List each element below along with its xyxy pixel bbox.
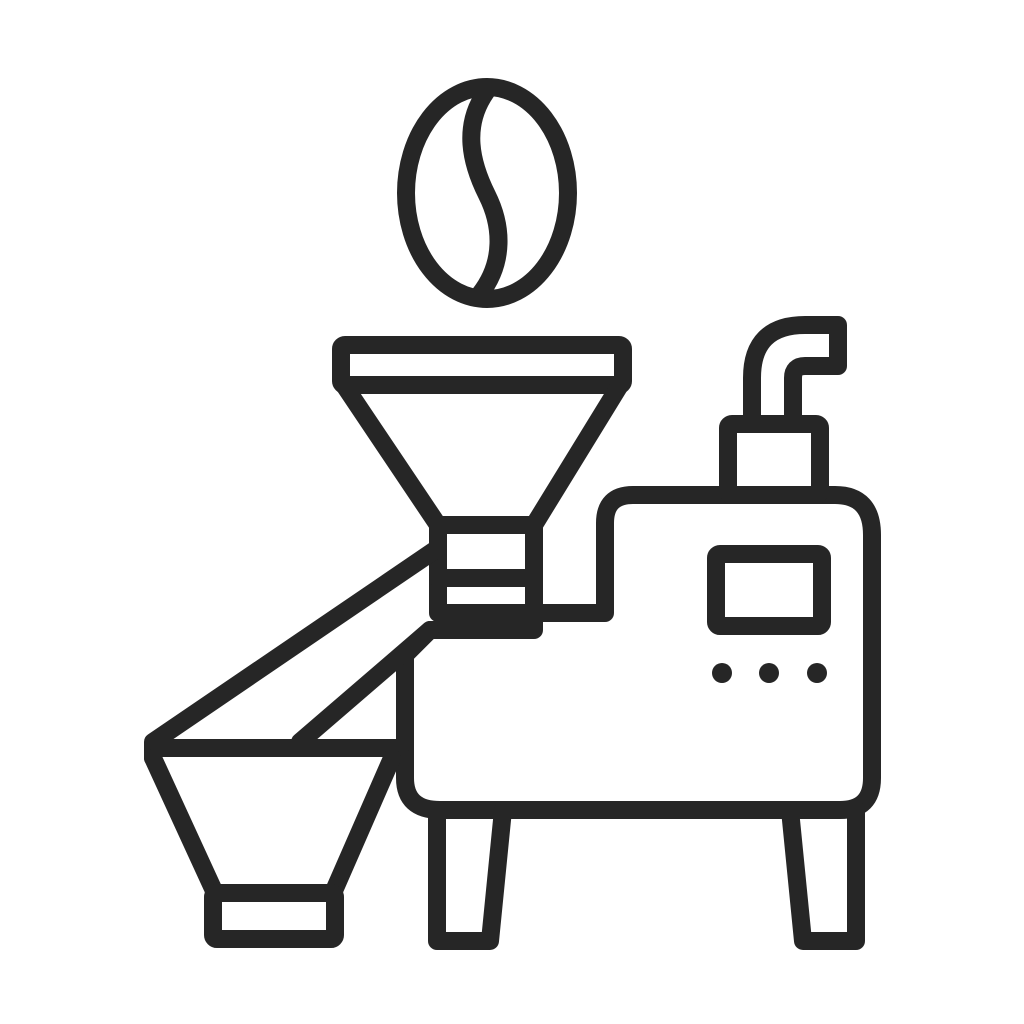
machine-body — [396, 486, 881, 819]
collection-bin — [144, 739, 409, 948]
machine-legs — [428, 801, 865, 950]
indicator-light-2 — [759, 663, 779, 683]
body-outline — [396, 486, 881, 819]
hopper-rim — [332, 336, 632, 394]
indicator-light-3 — [807, 663, 827, 683]
bin-funnel — [144, 749, 401, 902]
chimney-base — [719, 415, 829, 504]
indicator-light-1 — [712, 663, 732, 683]
exhaust-chimney — [719, 316, 847, 504]
coffee-bean-icon — [397, 78, 577, 308]
right-leg — [781, 801, 865, 950]
bin-base — [204, 884, 344, 948]
output-chute — [144, 539, 447, 767]
hopper-funnel — [335, 376, 629, 534]
display-screen — [707, 545, 831, 635]
chimney-pipe — [743, 316, 847, 433]
bean-crease — [462, 79, 508, 303]
chute-lower-edge — [291, 621, 439, 751]
left-leg — [428, 801, 512, 950]
top-hopper — [332, 336, 632, 622]
